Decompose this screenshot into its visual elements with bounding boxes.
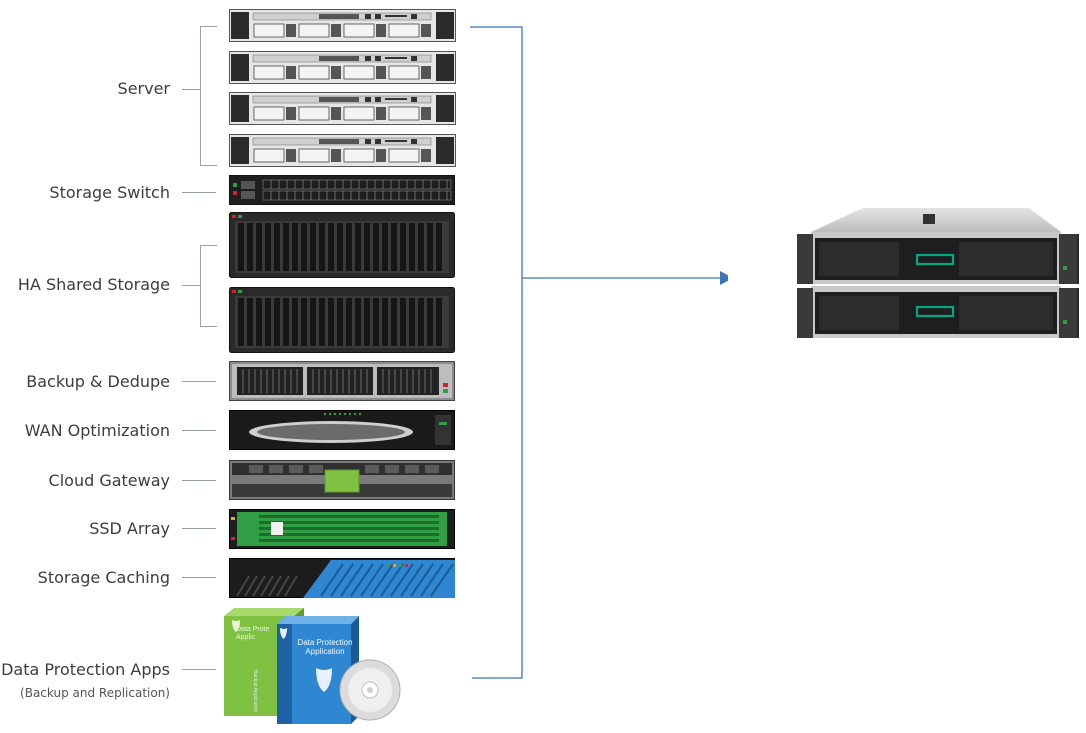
- hpe-server-illustration: [793, 204, 1083, 344]
- server-bracket: [200, 26, 217, 166]
- storage-switch-tick: [182, 192, 216, 193]
- box-side-text: Backup Application: [252, 670, 258, 713]
- label-wan-optimization: WAN Optimization: [24, 421, 170, 440]
- label-cloud-gateway: Cloud Gateway: [48, 471, 170, 490]
- wan-optimization-device: [229, 410, 455, 450]
- server-unit-3: [229, 92, 456, 125]
- server-unit-1: [229, 9, 456, 42]
- server-unit-2: [229, 51, 456, 84]
- cloud-gateway-tick: [182, 480, 216, 481]
- box-front-title: Data Protection Application: [297, 638, 353, 656]
- storage-switch-device: [229, 175, 455, 205]
- ha-storage-enclosure-1: [229, 212, 455, 278]
- label-data-protection-apps: Data Protection Apps: [1, 660, 170, 679]
- label-server: Server: [117, 79, 170, 98]
- ssd-array-device: [229, 509, 455, 549]
- ha-storage-enclosure-2: [229, 287, 455, 353]
- label-ha-shared-storage: HA Shared Storage: [17, 275, 170, 294]
- label-ssd-array: SSD Array: [89, 519, 170, 538]
- ssd-array-tick: [182, 528, 216, 529]
- ha-storage-tick: [182, 285, 200, 286]
- label-backup-dedupe: Backup & Dedupe: [26, 372, 170, 391]
- ha-storage-bracket: [200, 245, 217, 327]
- server-tick: [182, 89, 200, 90]
- storage-caching-device: [229, 558, 455, 598]
- label-storage-caching: Storage Caching: [37, 568, 170, 587]
- label-data-protection-sub: (Backup and Replication): [20, 686, 170, 700]
- consolidation-connector: [470, 26, 728, 679]
- cloud-gateway-device: [229, 460, 455, 500]
- data-protection-boxes: Data Prote Applic Data Protection Applic…: [222, 606, 422, 730]
- box-back-title: Data Prote Applic: [236, 626, 270, 641]
- backup-dedupe-tick: [182, 381, 216, 382]
- data-protection-tick: [182, 669, 216, 670]
- wan-optimization-tick: [182, 430, 216, 431]
- label-storage-switch: Storage Switch: [49, 183, 170, 202]
- backup-dedupe-device: [229, 361, 455, 401]
- server-unit-4: [229, 134, 456, 167]
- storage-caching-tick: [182, 577, 216, 578]
